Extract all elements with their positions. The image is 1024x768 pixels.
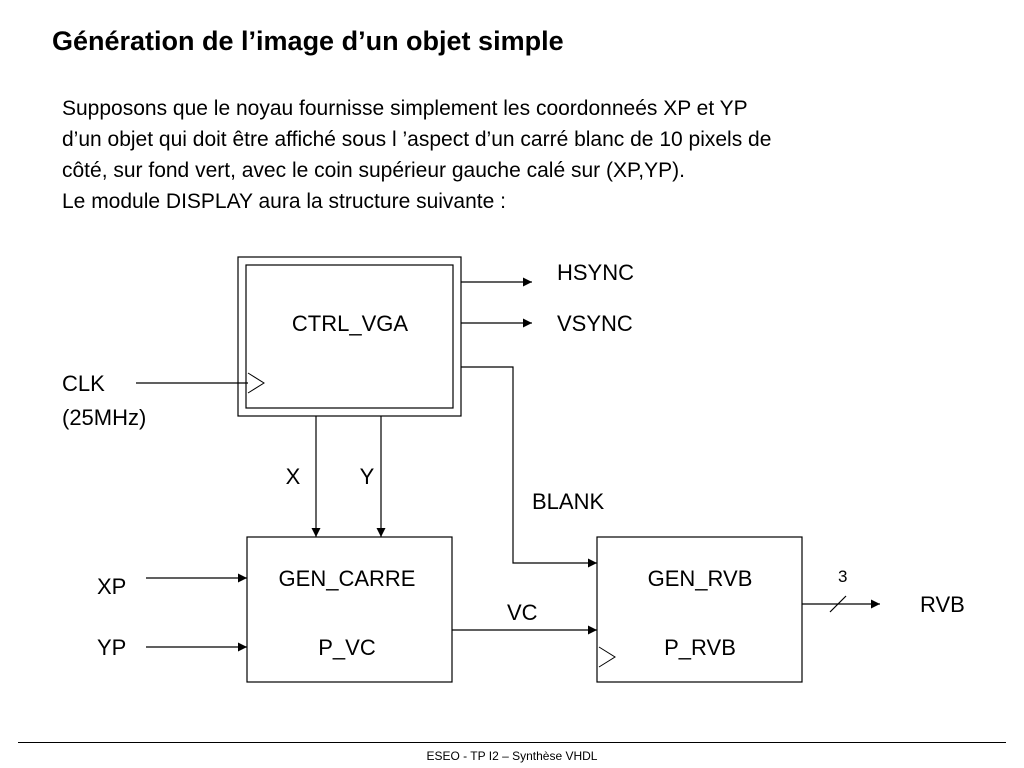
xp-label: XP <box>97 574 126 599</box>
gen-carre-block: GEN_CARRE P_VC <box>246 536 453 683</box>
gen-rvb-label: GEN_RVB <box>648 566 753 591</box>
description-line-1: Supposons que le noyau fournisse simplem… <box>62 97 748 120</box>
rvb-label: RVB <box>920 592 965 617</box>
footer-divider <box>18 742 1006 743</box>
description-line-4: Le module DISPLAY aura la structure suiv… <box>62 190 506 213</box>
gen-rvb-block: GEN_RVB P_RVB <box>596 536 803 683</box>
p-vc-label: P_VC <box>318 635 376 660</box>
footer-text: ESEO - TP I2 – Synthèse VHDL <box>426 749 598 763</box>
clk-frequency-label: (25MHz) <box>62 405 146 430</box>
description-text: Supposons que le noyau fournisse simplem… <box>62 93 1002 217</box>
blank-label: BLANK <box>532 489 604 514</box>
slide-title: Génération de l’image d’un objet simple <box>52 26 564 56</box>
x-label: X <box>286 464 301 489</box>
description-line-2: d’un objet qui doit être affiché sous l … <box>62 128 772 151</box>
vsync-label: VSYNC <box>557 311 633 336</box>
hsync-label: HSYNC <box>557 260 634 285</box>
description-line-3: côté, sur fond vert, avec le coin supéri… <box>62 159 685 182</box>
blank-arrow <box>461 366 597 568</box>
rvb-bus-slash <box>829 595 847 613</box>
ctrl-vga-label: CTRL_VGA <box>292 311 408 336</box>
ctrl-vga-clock-symbol <box>247 372 265 394</box>
vc-label: VC <box>507 600 538 625</box>
gen-carre-label: GEN_CARRE <box>279 566 416 591</box>
clk-label: CLK <box>62 371 105 396</box>
p-rvb-label: P_RVB <box>664 635 736 660</box>
yp-label: YP <box>97 635 126 660</box>
y-label: Y <box>360 464 375 489</box>
rvb-bus-width-label: 3 <box>838 567 847 586</box>
gen-rvb-clock-symbol <box>598 646 616 668</box>
ctrl-vga-block: CTRL_VGA <box>237 256 462 417</box>
